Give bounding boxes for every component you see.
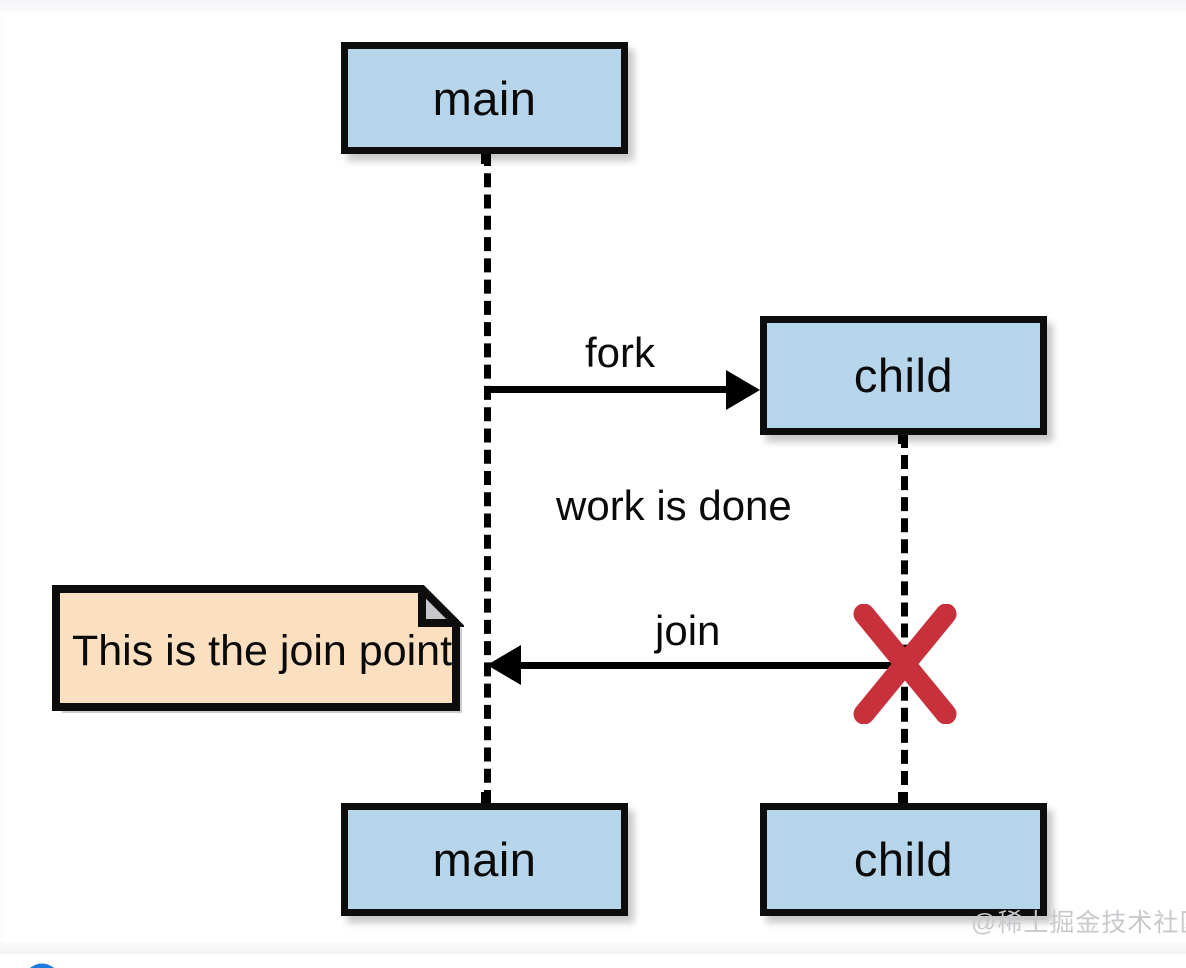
participant-label: main [432, 833, 537, 886]
page-band-bottom [0, 942, 1186, 954]
page-edge-left [0, 13, 3, 942]
termination-x-icon [853, 604, 957, 724]
lifeline-stub-main-top [481, 150, 488, 164]
scroll-up-arc-icon[interactable] [22, 955, 62, 968]
participant-label: child [853, 349, 954, 402]
message-label-work-is-done: work is done [556, 482, 792, 529]
lifeline-child [901, 434, 908, 806]
message-label-join: join [655, 607, 721, 654]
participant-child-top[interactable]: child [760, 316, 1047, 435]
note-text: This is the join point [72, 626, 453, 675]
watermark: @稀土掘金技术社区 [971, 909, 1186, 937]
participant-child-bottom[interactable]: child [760, 803, 1047, 916]
participant-label: child [853, 833, 954, 886]
arrowhead-fork-icon [726, 370, 760, 410]
lifeline-stub-main-bottom [481, 792, 488, 808]
participant-main-top[interactable]: main [341, 42, 628, 154]
message-line-join [520, 662, 905, 669]
participant-label: main [432, 71, 537, 125]
message-label-fork: fork [585, 329, 656, 376]
note-join-point[interactable]: This is the join point [52, 585, 464, 717]
lifeline-main [484, 152, 491, 804]
lifeline-stub-child-top [898, 430, 905, 444]
lifeline-stub-child-bottom [898, 792, 905, 808]
participant-main-bottom[interactable]: main [341, 803, 628, 916]
arrowhead-join-icon [487, 645, 521, 685]
page-band-top [0, 0, 1186, 13]
note-shape-icon [52, 585, 464, 713]
message-line-fork [487, 386, 727, 393]
